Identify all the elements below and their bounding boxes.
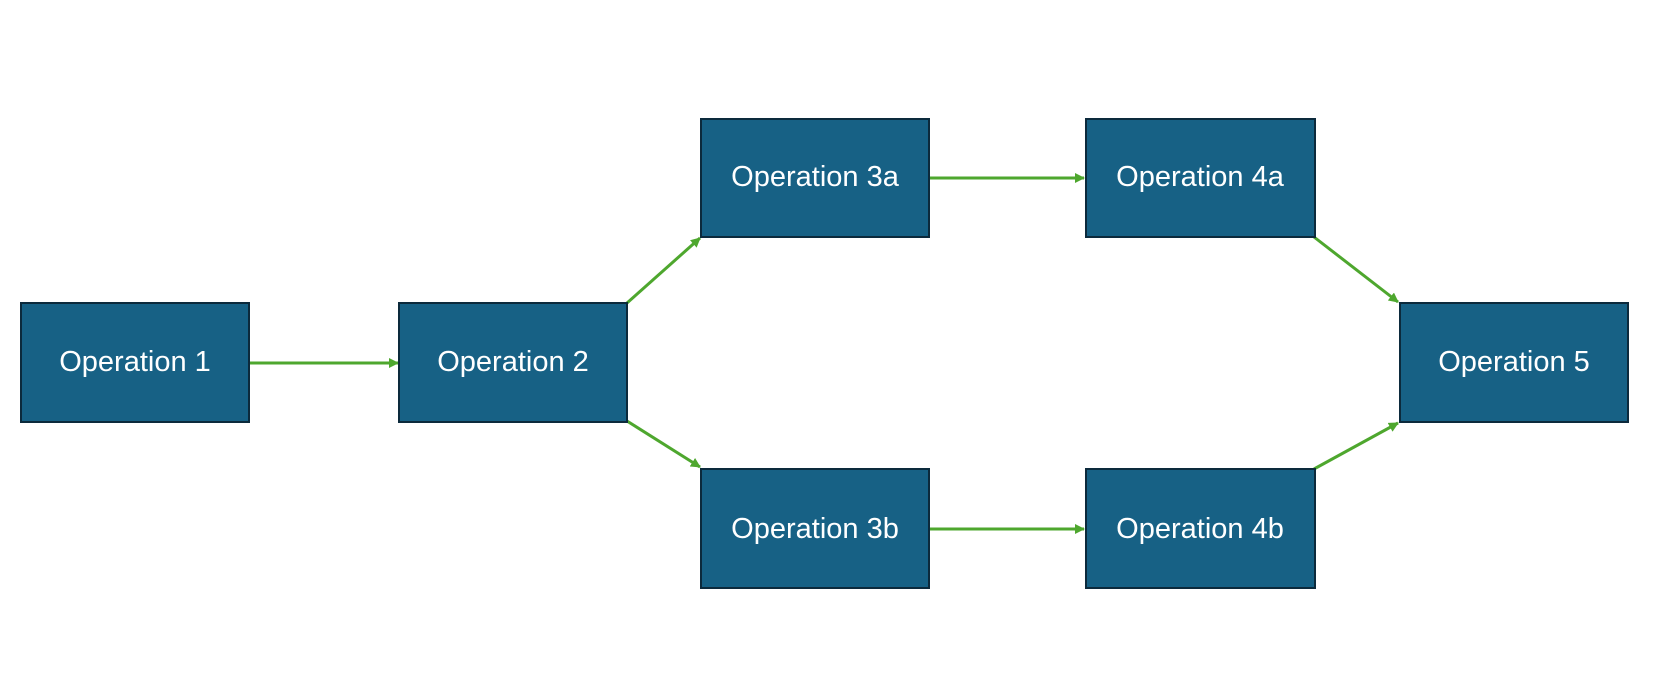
node-label: Operation 3a bbox=[731, 161, 900, 193]
node-label: Operation 5 bbox=[1438, 346, 1590, 378]
node-operation-3a[interactable]: Operation 3a bbox=[700, 118, 930, 238]
edges bbox=[250, 173, 1399, 534]
node-operation-3b[interactable]: Operation 3b bbox=[700, 468, 930, 589]
node-label: Operation 2 bbox=[437, 346, 589, 378]
node-label: Operation 4a bbox=[1116, 161, 1285, 193]
node-box bbox=[20, 302, 250, 423]
node-operation-1[interactable]: Operation 1 bbox=[20, 302, 250, 423]
node-label: Operation 3b bbox=[731, 513, 899, 545]
edge-op2-to-op3b bbox=[626, 419, 701, 469]
node-box bbox=[700, 468, 930, 589]
node-box bbox=[1399, 302, 1629, 423]
node-box bbox=[1085, 118, 1316, 238]
node-operation-2[interactable]: Operation 2 bbox=[398, 302, 628, 423]
node-label: Operation 1 bbox=[59, 346, 211, 378]
node-operation-4a[interactable]: Operation 4a bbox=[1085, 118, 1316, 238]
edge-op4a-to-op5 bbox=[1313, 235, 1399, 304]
node-box bbox=[398, 302, 628, 423]
node-label: Operation 4b bbox=[1116, 513, 1284, 545]
node-box bbox=[1085, 468, 1316, 589]
node-box bbox=[700, 118, 930, 238]
edge-op2-to-op3a bbox=[626, 236, 701, 305]
node-operation-4b[interactable]: Operation 4b bbox=[1085, 468, 1316, 589]
edge-op4b-to-op5 bbox=[1313, 421, 1399, 471]
node-operation-5[interactable]: Operation 5 bbox=[1399, 302, 1629, 423]
